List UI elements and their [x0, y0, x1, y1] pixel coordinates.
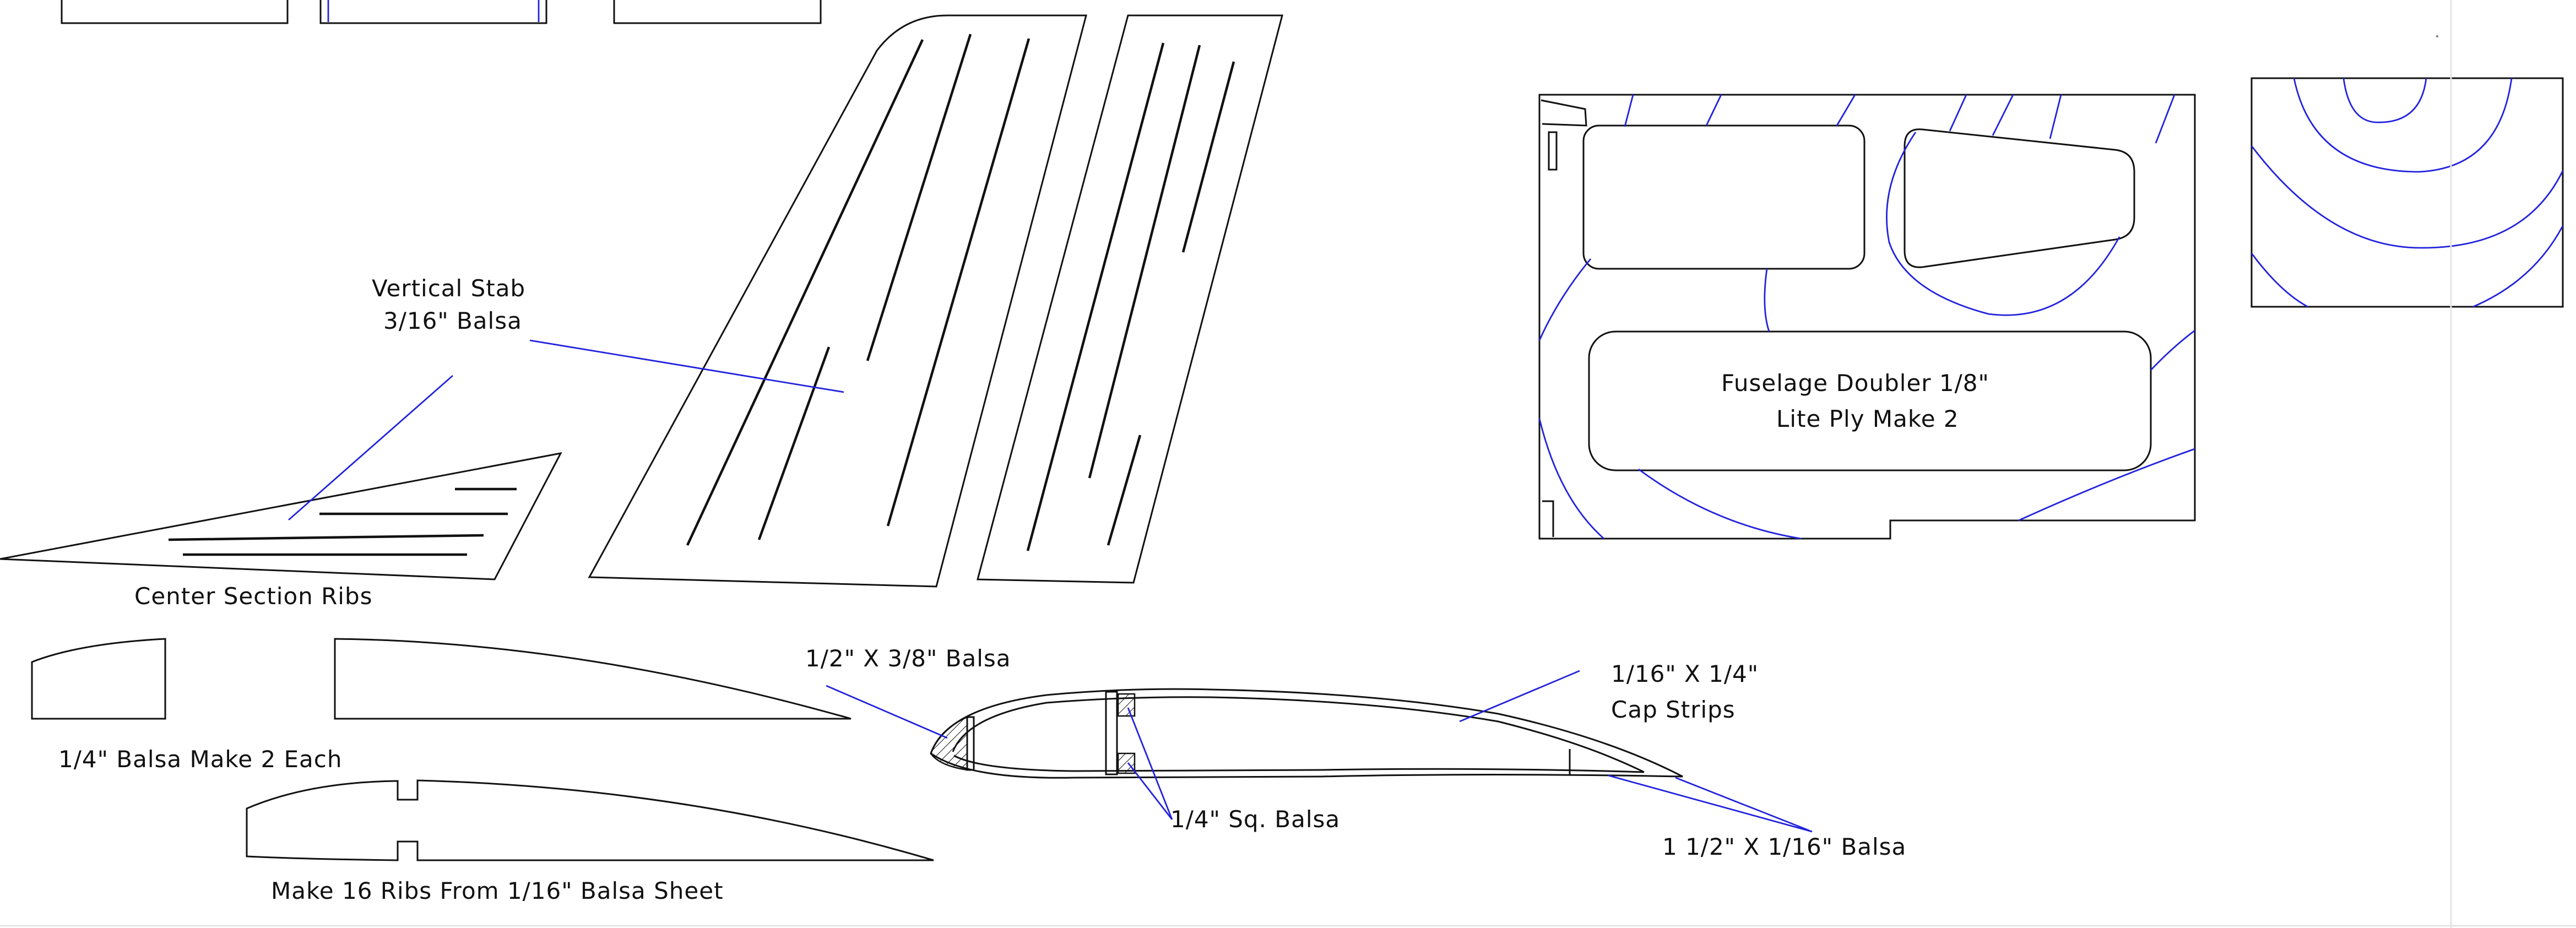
quarter-sq-balsa-label: 1/4" Sq. Balsa	[1170, 806, 1340, 833]
center-section-leader	[288, 375, 453, 521]
leading-edge-block	[930, 716, 968, 771]
one-half-by-1-16-label: 1 1/2" X 1/16" Balsa	[1662, 833, 1906, 860]
balsa-make-2-label: 1/4" Balsa Make 2 Each	[58, 746, 343, 773]
airfoil-section	[930, 688, 1683, 779]
rudder-part	[977, 14, 1283, 584]
vertical-stab-part	[588, 14, 1087, 588]
fuselage-doubler-part	[1538, 94, 2196, 540]
vertical-stab-label-line1: Vertical Stab	[372, 275, 525, 302]
cap-strips-label-line1: 1/16" X 1/4"	[1611, 660, 1759, 687]
airfoil-leaders	[826, 670, 1813, 833]
sixteen-ribs-label: Make 16 Ribs From 1/16" Balsa Sheet	[271, 877, 724, 904]
bottom-cutout	[1588, 330, 2152, 471]
center-section-rib-part	[0, 452, 562, 580]
top-partial-parts	[61, 0, 822, 24]
fuselage-doubler-label-line1: Fuselage Doubler 1/8"	[1721, 370, 1989, 397]
upper-spar	[1117, 693, 1136, 717]
quarter-balsa-ribs	[31, 638, 852, 720]
right-small-part	[2250, 77, 2564, 308]
rear-cutout	[1903, 128, 2135, 268]
cap-strips-label-line2: Cap Strips	[1611, 696, 1736, 723]
half-by-3-8-label: 1/2" X 3/8" Balsa	[805, 645, 1011, 672]
vertical-stab-leader	[529, 339, 844, 393]
fuselage-doubler-label-line2: Lite Ply Make 2	[1776, 405, 1959, 432]
front-cutout	[1582, 124, 1865, 270]
sixteen-ribs-part	[246, 779, 934, 861]
stray-dot	[2436, 35, 2438, 37]
lower-spar	[1117, 752, 1136, 774]
vertical-stab-label-line2: 3/16" Balsa	[383, 307, 522, 334]
center-section-ribs-label: Center Section Ribs	[134, 583, 373, 610]
